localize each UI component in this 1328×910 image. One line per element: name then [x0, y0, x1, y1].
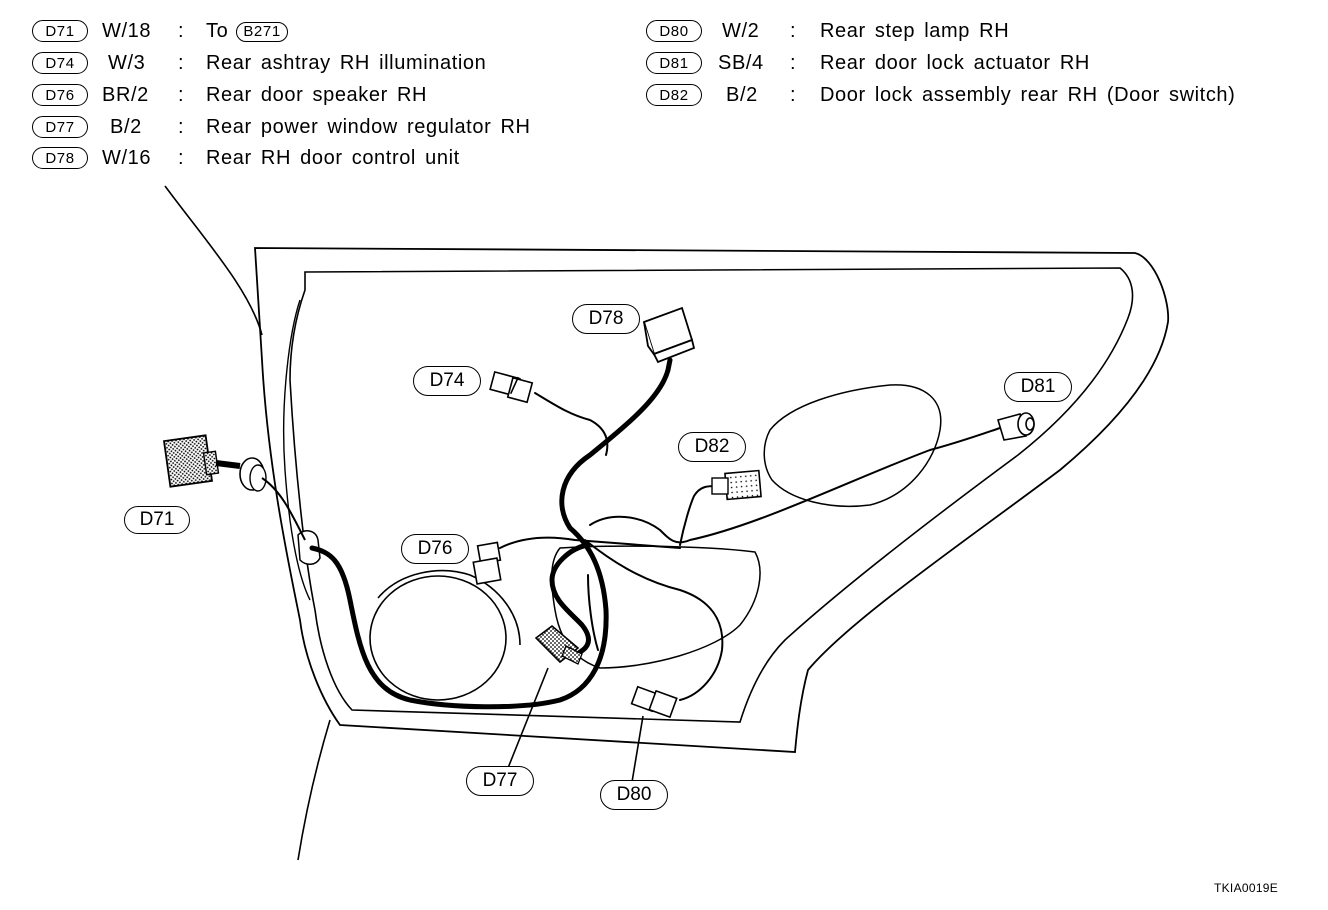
connector-d80 [630, 685, 678, 719]
connector-code: B/2 [726, 84, 758, 106]
connector-d71 [162, 434, 306, 541]
connector-id-badge: D82 [646, 84, 702, 106]
legend-colon: : [178, 147, 185, 169]
connector-code: BR/2 [102, 84, 149, 106]
callout-d81: D81 [1004, 372, 1072, 402]
connector-description: To B271 [206, 21, 288, 42]
legend-colon: : [790, 52, 797, 74]
connector-code: W/18 [102, 20, 152, 42]
connector-code: B/2 [110, 116, 142, 138]
legend-colon: : [790, 20, 797, 42]
callout-leaders [507, 667, 644, 783]
callout-d78: D78 [572, 304, 640, 334]
connector-description: Door lock assembly rear RH (Door switch) [820, 84, 1236, 106]
connector-id-badge: D81 [646, 52, 702, 74]
service-hole-lower [550, 545, 761, 669]
connector-d82 [711, 469, 762, 501]
connector-description: Rear step lamp RH [820, 20, 1010, 42]
callout-d80: D80 [600, 780, 668, 810]
callout-d82: D82 [678, 432, 746, 462]
connector-description: Rear power window regulator RH [206, 116, 531, 138]
door-inner-trim [289, 267, 1134, 723]
callout-d76: D76 [401, 534, 469, 564]
legend-colon: : [178, 52, 185, 74]
legend-colon: : [790, 84, 797, 106]
connector-description: Rear RH door control unit [206, 147, 460, 169]
speaker-opening [369, 569, 521, 701]
legend-colon: : [178, 116, 185, 138]
connector-d77 [534, 624, 583, 665]
connector-description: Rear ashtray RH illumination [206, 52, 487, 74]
connector-description: Rear door lock actuator RH [820, 52, 1090, 74]
callout-d74: D74 [413, 366, 481, 396]
connector-id-badge: D78 [32, 147, 88, 169]
door-outer-panel [254, 247, 1170, 753]
legend-colon: : [178, 20, 185, 42]
reference-connector-badge: B271 [236, 22, 288, 42]
connector-d74 [489, 370, 534, 404]
connector-d78 [642, 306, 696, 364]
connector-description-text: To [206, 20, 229, 42]
connector-description: Rear door speaker RH [206, 84, 428, 106]
main-harness [309, 357, 673, 710]
door-trim-edge [283, 299, 311, 601]
connector-id-badge: D71 [32, 20, 88, 42]
harness-branches [499, 392, 1001, 701]
callout-d77: D77 [466, 766, 534, 796]
connector-code: W/2 [722, 20, 760, 42]
connector-id-badge: D77 [32, 116, 88, 138]
body-pillar-outline [164, 185, 331, 861]
connector-d76 [472, 541, 502, 585]
connector-id-badge: D80 [646, 20, 702, 42]
connector-code: W/3 [108, 52, 146, 74]
connector-id-badge: D74 [32, 52, 88, 74]
legend-colon: : [178, 84, 185, 106]
connector-code: W/16 [102, 147, 152, 169]
callout-d71: D71 [124, 506, 190, 534]
service-hole-upper [763, 384, 942, 508]
connector-d81 [996, 412, 1035, 441]
figure-id: TKIA0019E [1214, 881, 1279, 895]
connector-code: SB/4 [718, 52, 764, 74]
connector-id-badge: D76 [32, 84, 88, 106]
